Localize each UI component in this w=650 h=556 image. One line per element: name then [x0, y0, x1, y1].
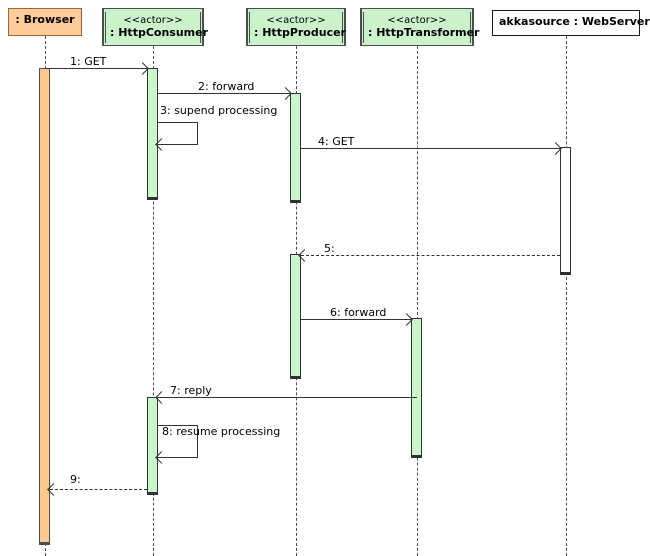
- message-label-9: 9:: [70, 473, 81, 486]
- message-label-1: 1: GET: [70, 55, 107, 68]
- message-line-2[interactable]: [158, 93, 290, 94]
- participant-httptransformer[interactable]: <<actor>>: HttpTransformer: [360, 8, 480, 46]
- participant-httpconsumer[interactable]: <<actor>>: HttpConsumer: [102, 8, 209, 46]
- message-label-8: 8: resume processing: [162, 425, 281, 438]
- message-label-7: 7: reply: [170, 384, 212, 397]
- stereotype-label: <<actor>>: [387, 14, 447, 26]
- self-message-8[interactable]: [158, 425, 198, 458]
- participant-inner-httpconsumer: <<actor>>: HttpConsumer: [105, 12, 209, 43]
- participant-name: akkasource : WebServer: [499, 15, 650, 28]
- activation-bar-act-webserver-1[interactable]: [560, 147, 571, 275]
- lifeline-httpconsumer: [153, 46, 154, 556]
- participant-name: : HttpProducer: [254, 26, 346, 40]
- activation-bar-act-consumer-2[interactable]: [147, 397, 158, 495]
- lifeline-webserver: [566, 36, 567, 556]
- message-line-4[interactable]: [301, 148, 560, 149]
- message-label-2: 2: forward: [198, 80, 255, 93]
- activation-bar-act-browser[interactable]: [39, 68, 50, 545]
- activation-bar-act-producer-2[interactable]: [290, 254, 301, 379]
- participant-browser[interactable]: : Browser: [8, 8, 82, 36]
- self-message-3[interactable]: [158, 122, 198, 145]
- activation-bar-act-transformer-1[interactable]: [411, 318, 422, 458]
- activation-bar-act-consumer-1[interactable]: [147, 68, 158, 200]
- participant-webserver[interactable]: akkasource : WebServer: [492, 10, 650, 36]
- participant-name: : HttpConsumer: [110, 26, 209, 40]
- message-label-5: 5:: [324, 242, 335, 255]
- participant-httpproducer[interactable]: <<actor>>: HttpProducer: [246, 8, 346, 46]
- participant-inner-httpproducer: <<actor>>: HttpProducer: [249, 12, 346, 43]
- stereotype-label: <<actor>>: [266, 14, 326, 26]
- message-line-5[interactable]: [301, 255, 560, 256]
- message-line-6[interactable]: [301, 319, 411, 320]
- lifeline-httptransformer: [417, 46, 418, 556]
- message-line-9[interactable]: [50, 489, 147, 490]
- stereotype-label: <<actor>>: [123, 14, 183, 26]
- message-label-6: 6: forward: [330, 306, 387, 319]
- message-label-3: 3: supend processing: [160, 104, 278, 117]
- message-label-4: 4: GET: [318, 135, 355, 148]
- activation-bar-act-producer-1[interactable]: [290, 93, 301, 203]
- participant-inner-httptransformer: <<actor>>: HttpTransformer: [363, 12, 480, 43]
- participant-name: : HttpTransformer: [368, 26, 480, 40]
- message-line-7[interactable]: [158, 397, 417, 398]
- message-line-1[interactable]: [45, 68, 147, 69]
- participant-name: : Browser: [15, 13, 75, 26]
